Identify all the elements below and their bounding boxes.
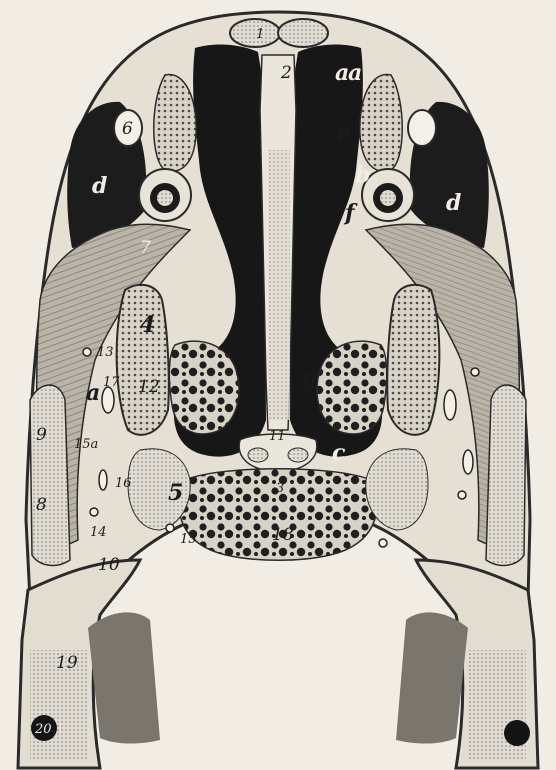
label-19: 19: [56, 653, 78, 673]
jaw-cavity-right: [396, 612, 468, 743]
nasal-bone-left: [230, 19, 280, 47]
turbinate-left-lower: [169, 341, 239, 434]
label-c: c: [332, 440, 346, 466]
septum-dotted-core: [268, 150, 290, 420]
label-10: 10: [98, 555, 120, 575]
label-12: 12: [138, 377, 160, 397]
label-14: 14: [90, 525, 107, 540]
nasal-bone-right: [278, 19, 328, 47]
masseter-left: [30, 385, 70, 565]
label-3: 3: [276, 481, 284, 496]
label-b: b: [355, 162, 370, 188]
label-d-right: d: [446, 190, 461, 216]
turbinate-right-lower: [317, 341, 387, 434]
palatine-right: [387, 285, 439, 435]
canal-right: [408, 110, 436, 146]
label-13: 13: [97, 345, 114, 360]
label-g: g: [302, 365, 317, 391]
label-2: 2: [280, 63, 292, 83]
label-16: 16: [115, 476, 132, 491]
label-e: e: [337, 120, 351, 146]
scroll-left: [139, 169, 191, 221]
label-11: 11: [269, 429, 286, 444]
label-a-lateral: a: [86, 380, 100, 406]
label-d-left: d: [92, 173, 107, 199]
label-6: 6: [122, 119, 133, 139]
label-4: 4: [140, 312, 155, 338]
vomer-channel-left: [248, 448, 268, 462]
label-20: 20: [34, 722, 52, 737]
jaw-cavity-left: [88, 612, 160, 743]
palatine-left: [117, 285, 169, 435]
vomer-channel-right: [288, 448, 308, 462]
label-9: 9: [36, 425, 47, 445]
dental-canal-right: [504, 720, 530, 746]
label-1: 1: [256, 27, 264, 42]
masseter-right: [486, 385, 526, 565]
label-a-right: a: [348, 60, 362, 86]
label-15: 15: [180, 532, 197, 547]
label-8: 8: [36, 495, 47, 515]
label-5: 5: [168, 480, 183, 506]
label-15a: 15a: [74, 437, 98, 452]
label-17: 17: [103, 375, 120, 390]
label-18: 18: [272, 525, 294, 545]
label-7: 7: [140, 238, 151, 258]
